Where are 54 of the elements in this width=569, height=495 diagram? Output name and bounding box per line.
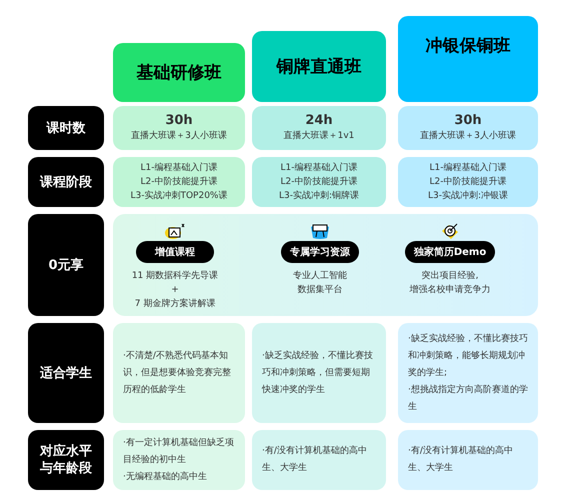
description-cell [398, 323, 538, 423]
stage-text: L2-中阶技能提升课 [280, 176, 358, 189]
benefit-pill: 独家简历Demo [405, 241, 495, 263]
description-text: ·有/没有计算机基础的高中生、大学生 [408, 444, 514, 475]
hours-cell [398, 106, 538, 150]
hours-cell [252, 106, 386, 150]
description-text: ·缺乏实战经验，不懂比赛技巧和冲刺策略，但需要短期快速冲奖的学生 [262, 350, 374, 396]
benefit-text: 专业人工智能 [293, 270, 347, 283]
row-header: 0元享 [28, 214, 104, 316]
description-text: ·想挑战指定方向高阶赛道的学生 [408, 384, 528, 414]
hours-cell [113, 106, 245, 150]
class-header: 基础研修班 [113, 43, 245, 102]
class-header: 铜牌直通班 [252, 31, 386, 102]
benefit-pill: 专属学习资源 [281, 241, 359, 263]
format-text: 直播大班课＋3人小班课 [131, 130, 227, 143]
stage-text: L3-实战冲刺:铜牌课 [278, 190, 360, 203]
stages-cell [113, 157, 245, 207]
benefit-text: 7 期金牌方案讲解课 [134, 297, 216, 311]
benefit-text: + [171, 284, 179, 297]
row-header: 课时数 [28, 106, 104, 150]
stage-text: L1-编程基础入门课 [430, 162, 506, 175]
description-text: ·无编程基础的高中生 [123, 470, 208, 484]
hours-value: 30h [454, 113, 482, 129]
stage-text: L2-中阶技能提升课 [430, 176, 506, 189]
stage-text: L3-实战冲刺:冲银课 [428, 190, 508, 203]
hours-value: 30h [165, 113, 193, 129]
class-header: 冲银保铜班 [398, 16, 538, 102]
stages-cell [252, 157, 386, 207]
benefit-text: 数据集平台 [298, 284, 342, 297]
row-header: 课程阶段 [28, 157, 104, 207]
description-text: ·不清楚/不熟悉代码基本知识，但是想要体验竞赛完整历程的低龄学生 [123, 350, 232, 396]
stage-text: L1-编程基础入门课 [140, 162, 218, 175]
description-cell [252, 430, 386, 490]
row-header: 适合学生 [28, 323, 104, 423]
description-cell [398, 430, 538, 490]
hours-value: 24h [305, 113, 333, 129]
row-header: 对应水平与年龄段 [28, 430, 104, 490]
description-cell [113, 430, 245, 490]
stage-text: L1-编程基础入门课 [280, 162, 358, 175]
benefit-text: 11 期数据科学先导课 [132, 270, 218, 283]
description-text: ·有一定计算机基础但缺乏项目经验的初中生 [123, 436, 235, 466]
format-text: 直播大班课＋1v1 [284, 130, 354, 143]
benefit-pill: 增值课程 [136, 241, 214, 263]
stages-cell [398, 157, 538, 207]
description-text: ·缺乏实战经验，不懂比赛技巧和冲刺策略，能够长期规划冲奖的学生; [408, 332, 528, 380]
description-text: ·有/没有计算机基础的高中生、大学生 [262, 444, 368, 475]
stage-text: L2-中阶技能提升课 [140, 176, 218, 189]
format-text: 直播大班课＋3人小班课 [420, 130, 516, 143]
description-cell [113, 323, 245, 423]
benefit-text: 突出项目经验, [422, 270, 478, 283]
benefit-text: 增强名校申请竞争力 [410, 284, 490, 297]
stage-text: L3-实战冲刺TOP20%课 [130, 190, 228, 203]
benefits-panel [113, 214, 538, 316]
description-cell [252, 323, 386, 423]
